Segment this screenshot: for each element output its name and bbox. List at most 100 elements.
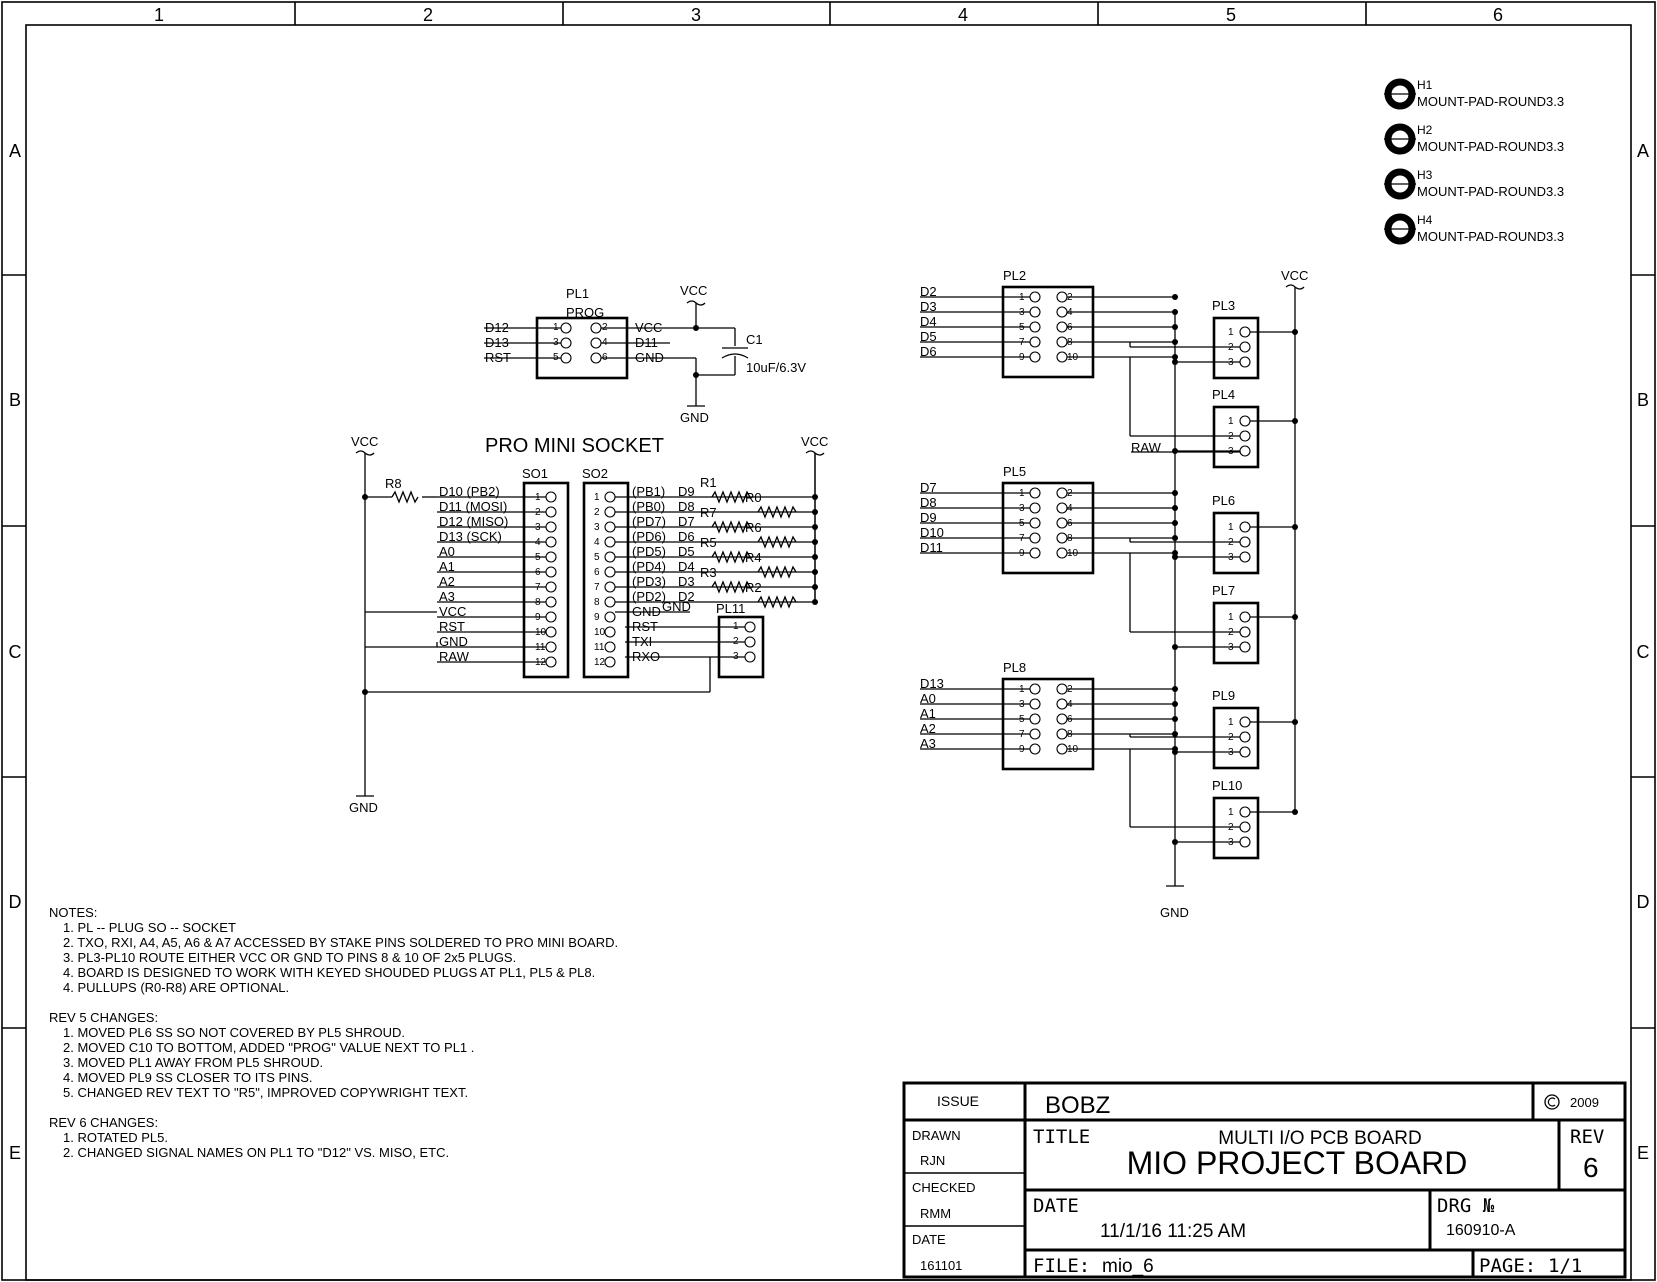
rev6-line: 2. CHANGED SIGNAL NAMES ON PL1 TO "D12" … [63,1145,449,1160]
signal-label: D7 [678,514,695,529]
pin-number: 5 [594,552,600,563]
plug-ref: PL6 [1212,493,1235,508]
capacitor-c1: VCC GND C1 10uF/6.3V [680,283,806,425]
plug-pl11: PL11 1 2 3 [625,601,765,679]
vcc-label: VCC [1281,268,1308,283]
column-label: 5 [1226,5,1236,25]
pin-number: 9 [594,612,600,623]
pin-number: 3 [733,651,739,662]
net-label: (PD3) [632,574,666,589]
pin-number: 3 [535,522,541,533]
mount-pad-ref: H1 [1417,78,1433,92]
net-label: D10 [920,525,944,540]
plug-ref: PL3 [1212,298,1235,313]
column-label: 4 [958,5,968,25]
plug-ref: PL4 [1212,387,1235,402]
pin-number: 9 [1019,352,1025,363]
resistor-ref: R5 [700,535,717,550]
pin-number: 5 [1019,714,1025,725]
header-ref: PL5 [1003,464,1026,479]
file-label: FILE: [1033,1255,1090,1277]
pin-number: 9 [1019,744,1025,755]
pin-number: 1 [1228,522,1234,533]
drawing-subtitle: MULTI I/O PCB BOARD [1218,1128,1421,1149]
column-label: 1 [154,5,164,25]
drawing-number: 160910-A [1446,1222,1516,1239]
net-label: RST [439,619,465,634]
pro-mini-socket: PRO MINI SOCKET SO1 SO2 VCC R8 GND VCC 1… [349,434,828,815]
pin-number: 7 [1019,729,1025,740]
rev5-line: 5. CHANGED REV TEXT TO "R5", IMPROVED CO… [63,1085,468,1100]
copyright-year: 2009 [1570,1095,1599,1110]
net-label: D3 [920,299,937,314]
net-label: GND [662,599,691,614]
mount-pad-h1: H1 MOUNT-PAD-ROUND3.3 [1384,78,1564,110]
pin-number: 8 [594,597,600,608]
net-label: A1 [439,559,455,574]
resistor-ref: R4 [745,550,762,565]
mount-pad-h4: H4 MOUNT-PAD-ROUND3.3 [1384,213,1564,245]
pin-number: 10 [594,627,606,638]
c1-ref: C1 [746,332,763,347]
net-label: (PB1) [632,484,665,499]
plug-ref: PL10 [1212,778,1242,793]
row-label: C [1637,642,1650,662]
date-value: 161101 [920,1258,962,1273]
net-label: (PB0) [632,499,665,514]
plug-ref: PL7 [1212,583,1235,598]
gnd-label: GND [680,410,709,425]
pin-number: 1 [553,322,559,333]
gnd-label: GND [1160,905,1189,920]
column-label: 2 [423,5,433,25]
net-label: D13 (SCK) [439,529,502,544]
rev6-heading: REV 6 CHANGES: [49,1115,158,1130]
pin-number: 1 [733,621,739,632]
pin-number: 11 [594,642,605,653]
note-line: 3. PL3-PL10 ROUTE EITHER VCC OR GND TO P… [63,950,516,965]
row-label: B [1637,390,1649,410]
column-label: 3 [691,5,701,25]
pin-number: 3 [1019,307,1025,318]
signal-label: D8 [678,499,695,514]
row-label: B [9,390,21,410]
net-label: D4 [920,314,937,329]
row-label: A [1637,141,1649,161]
notes-heading: NOTES: [49,905,97,920]
so2-ref: SO2 [582,466,608,481]
net-label: D13 [485,335,509,350]
pin-number: 1 [1019,292,1025,303]
pin-number: 11 [535,642,546,653]
pin-number: 1 [1228,327,1234,338]
copyright-icon [1544,1094,1560,1110]
net-label: D11 [635,335,658,350]
page-number: 1/1 [1548,1255,1582,1277]
pin-number: 5 [1019,518,1025,529]
net-label: D7 [920,480,937,495]
pin-number: 9 [535,612,541,623]
socket-title: PRO MINI SOCKET [485,435,664,457]
column-label: 6 [1493,5,1503,25]
pin-number: 7 [1019,533,1025,544]
net-label: (PD4) [632,559,666,574]
note-line: 2. TXO, RXI, A4, A5, A6 & A7 ACCESSED BY… [63,935,618,950]
mount-pad-h2: H2 MOUNT-PAD-ROUND3.3 [1384,123,1564,155]
pin-number: 7 [1019,337,1025,348]
rev5-line: 2. MOVED C10 TO BOTTOM, ADDED "PROG" VAL… [63,1040,474,1055]
mount-pad-ref: H3 [1417,168,1433,182]
note-line: 4. PULLUPS (R0-R8) ARE OPTIONAL. [63,980,289,995]
date2-label: DATE [1033,1195,1079,1217]
row-label: E [1637,1143,1649,1163]
net-label: A1 [920,706,936,721]
resistor-ref: R1 [700,475,717,490]
pin-number: 3 [553,337,559,348]
net-label: D11 [920,540,943,555]
net-label: D11 (MOSI) [439,499,507,514]
signal-label: D6 [678,529,695,544]
pin-number: 4 [602,337,608,348]
c1-value: 10uF/6.3V [746,360,806,375]
signal-label: D5 [678,544,695,559]
net-label: (PD2) [632,589,666,604]
mount-pad-value: MOUNT-PAD-ROUND3.3 [1417,229,1564,244]
